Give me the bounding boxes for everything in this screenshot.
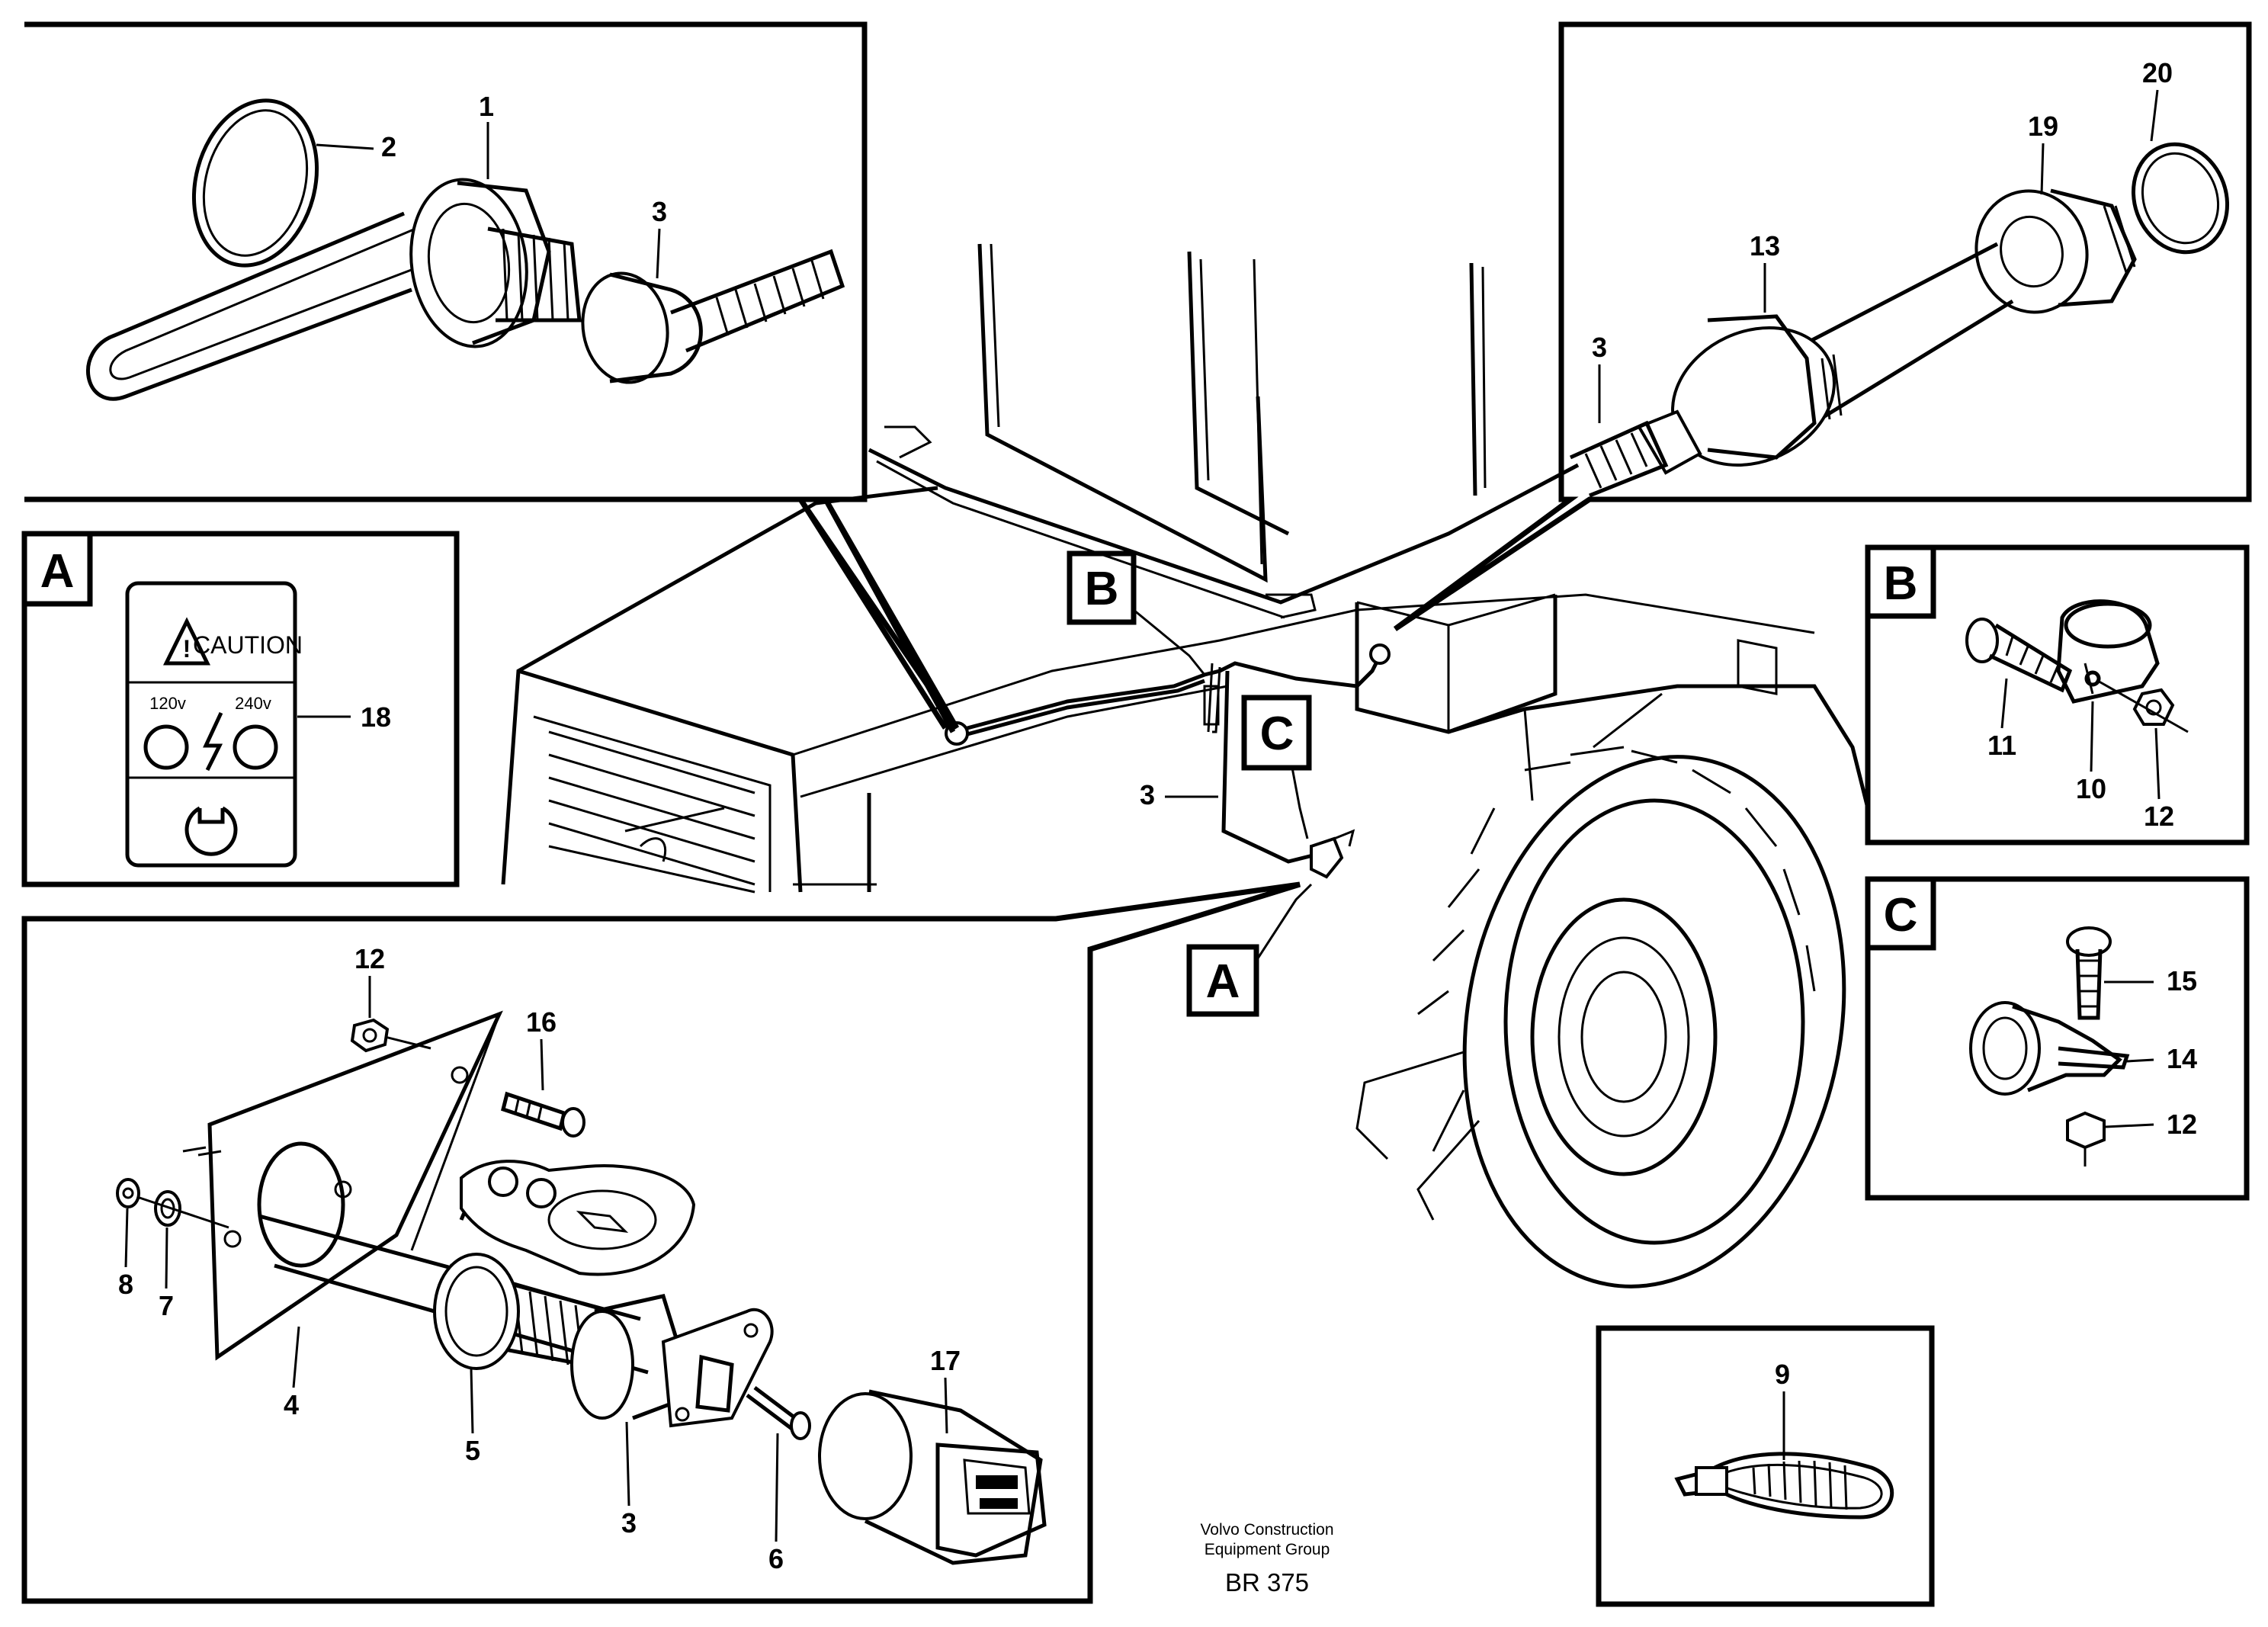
label-19: 19 — [2028, 111, 2058, 142]
panel-b-letter: B — [1884, 557, 1918, 610]
label-20: 20 — [2142, 57, 2173, 88]
footer-line1: Volvo Construction — [1200, 1521, 1333, 1539]
panel-c-letter: C — [1884, 889, 1918, 942]
wire-label-3: 3 — [1140, 779, 1155, 810]
detail-panel-sensor: 20 19 13 3 — [1393, 21, 2252, 631]
callout-b-box — [1067, 550, 1137, 625]
label-3-sensor: 3 — [1592, 332, 1607, 363]
detail-panel-cable-tie: 9 — [1596, 1325, 1935, 1607]
caution-decal: ! CAUTION 120v 240v — [125, 581, 303, 868]
detail-panel-a: A ! CAUTION 120v 240v 18 — [21, 531, 460, 887]
main-callouts: B C A 3 — [1067, 550, 1313, 1017]
callout-c: C — [1260, 708, 1294, 760]
label-6: 6 — [768, 1543, 784, 1574]
label-8: 8 — [118, 1269, 133, 1300]
warning-triangle-icon — [162, 617, 211, 666]
label-11: 11 — [1987, 730, 2016, 761]
label-15: 15 — [2167, 965, 2197, 996]
callout-a-box — [1186, 944, 1259, 1017]
cab-outline — [868, 243, 1580, 619]
label-13: 13 — [1750, 230, 1780, 262]
main-machine-view: B C A 3 — [501, 243, 1870, 1288]
detail-panel-socket: 12 16 8 7 4 5 3 6 17 — [21, 881, 1301, 1604]
label-16: 16 — [526, 1006, 557, 1038]
label-9: 9 — [1775, 1359, 1790, 1390]
label-17: 17 — [930, 1345, 961, 1376]
body-outline — [501, 486, 1815, 894]
callout-b: B — [1085, 563, 1119, 615]
detail-panel-c: C 15 14 12 — [1865, 876, 2250, 1201]
footer: Volvo Construction Equipment Group BR 37… — [1200, 1521, 1333, 1597]
label-12-b: 12 — [2144, 801, 2174, 832]
caution-text: CAUTION — [193, 631, 303, 659]
footer-code: BR 375 — [1225, 1568, 1309, 1597]
label-2: 2 — [381, 131, 396, 162]
label-18: 18 — [361, 701, 391, 733]
volt-right: 240v — [235, 694, 271, 713]
volt-left: 120v — [149, 694, 186, 713]
label-12-c: 12 — [2167, 1109, 2197, 1140]
wheel — [1355, 684, 1870, 1288]
footer-line2: Equipment Group — [1205, 1541, 1330, 1558]
label-12-socket: 12 — [354, 943, 385, 974]
callout-a: A — [1206, 955, 1240, 1008]
wiring-harness — [945, 643, 1391, 879]
detail-panel-heater-inlet: 1 2 3 — [24, 21, 960, 733]
label-7: 7 — [159, 1290, 174, 1321]
lightning-bolt-icon — [203, 711, 223, 772]
label-1: 1 — [479, 91, 494, 122]
label-10: 10 — [2076, 773, 2106, 804]
label-5: 5 — [465, 1435, 480, 1466]
label-14: 14 — [2167, 1043, 2197, 1074]
socket-icon — [184, 806, 238, 856]
label-4: 4 — [284, 1389, 299, 1420]
detail-panel-b: B 11 10 12 — [1865, 544, 2250, 846]
panel-a-letter: A — [40, 545, 75, 598]
callout-c-box — [1241, 695, 1312, 771]
label-3: 3 — [652, 196, 667, 227]
svg-text:!: ! — [183, 635, 191, 663]
label-3-socket: 3 — [621, 1507, 637, 1539]
